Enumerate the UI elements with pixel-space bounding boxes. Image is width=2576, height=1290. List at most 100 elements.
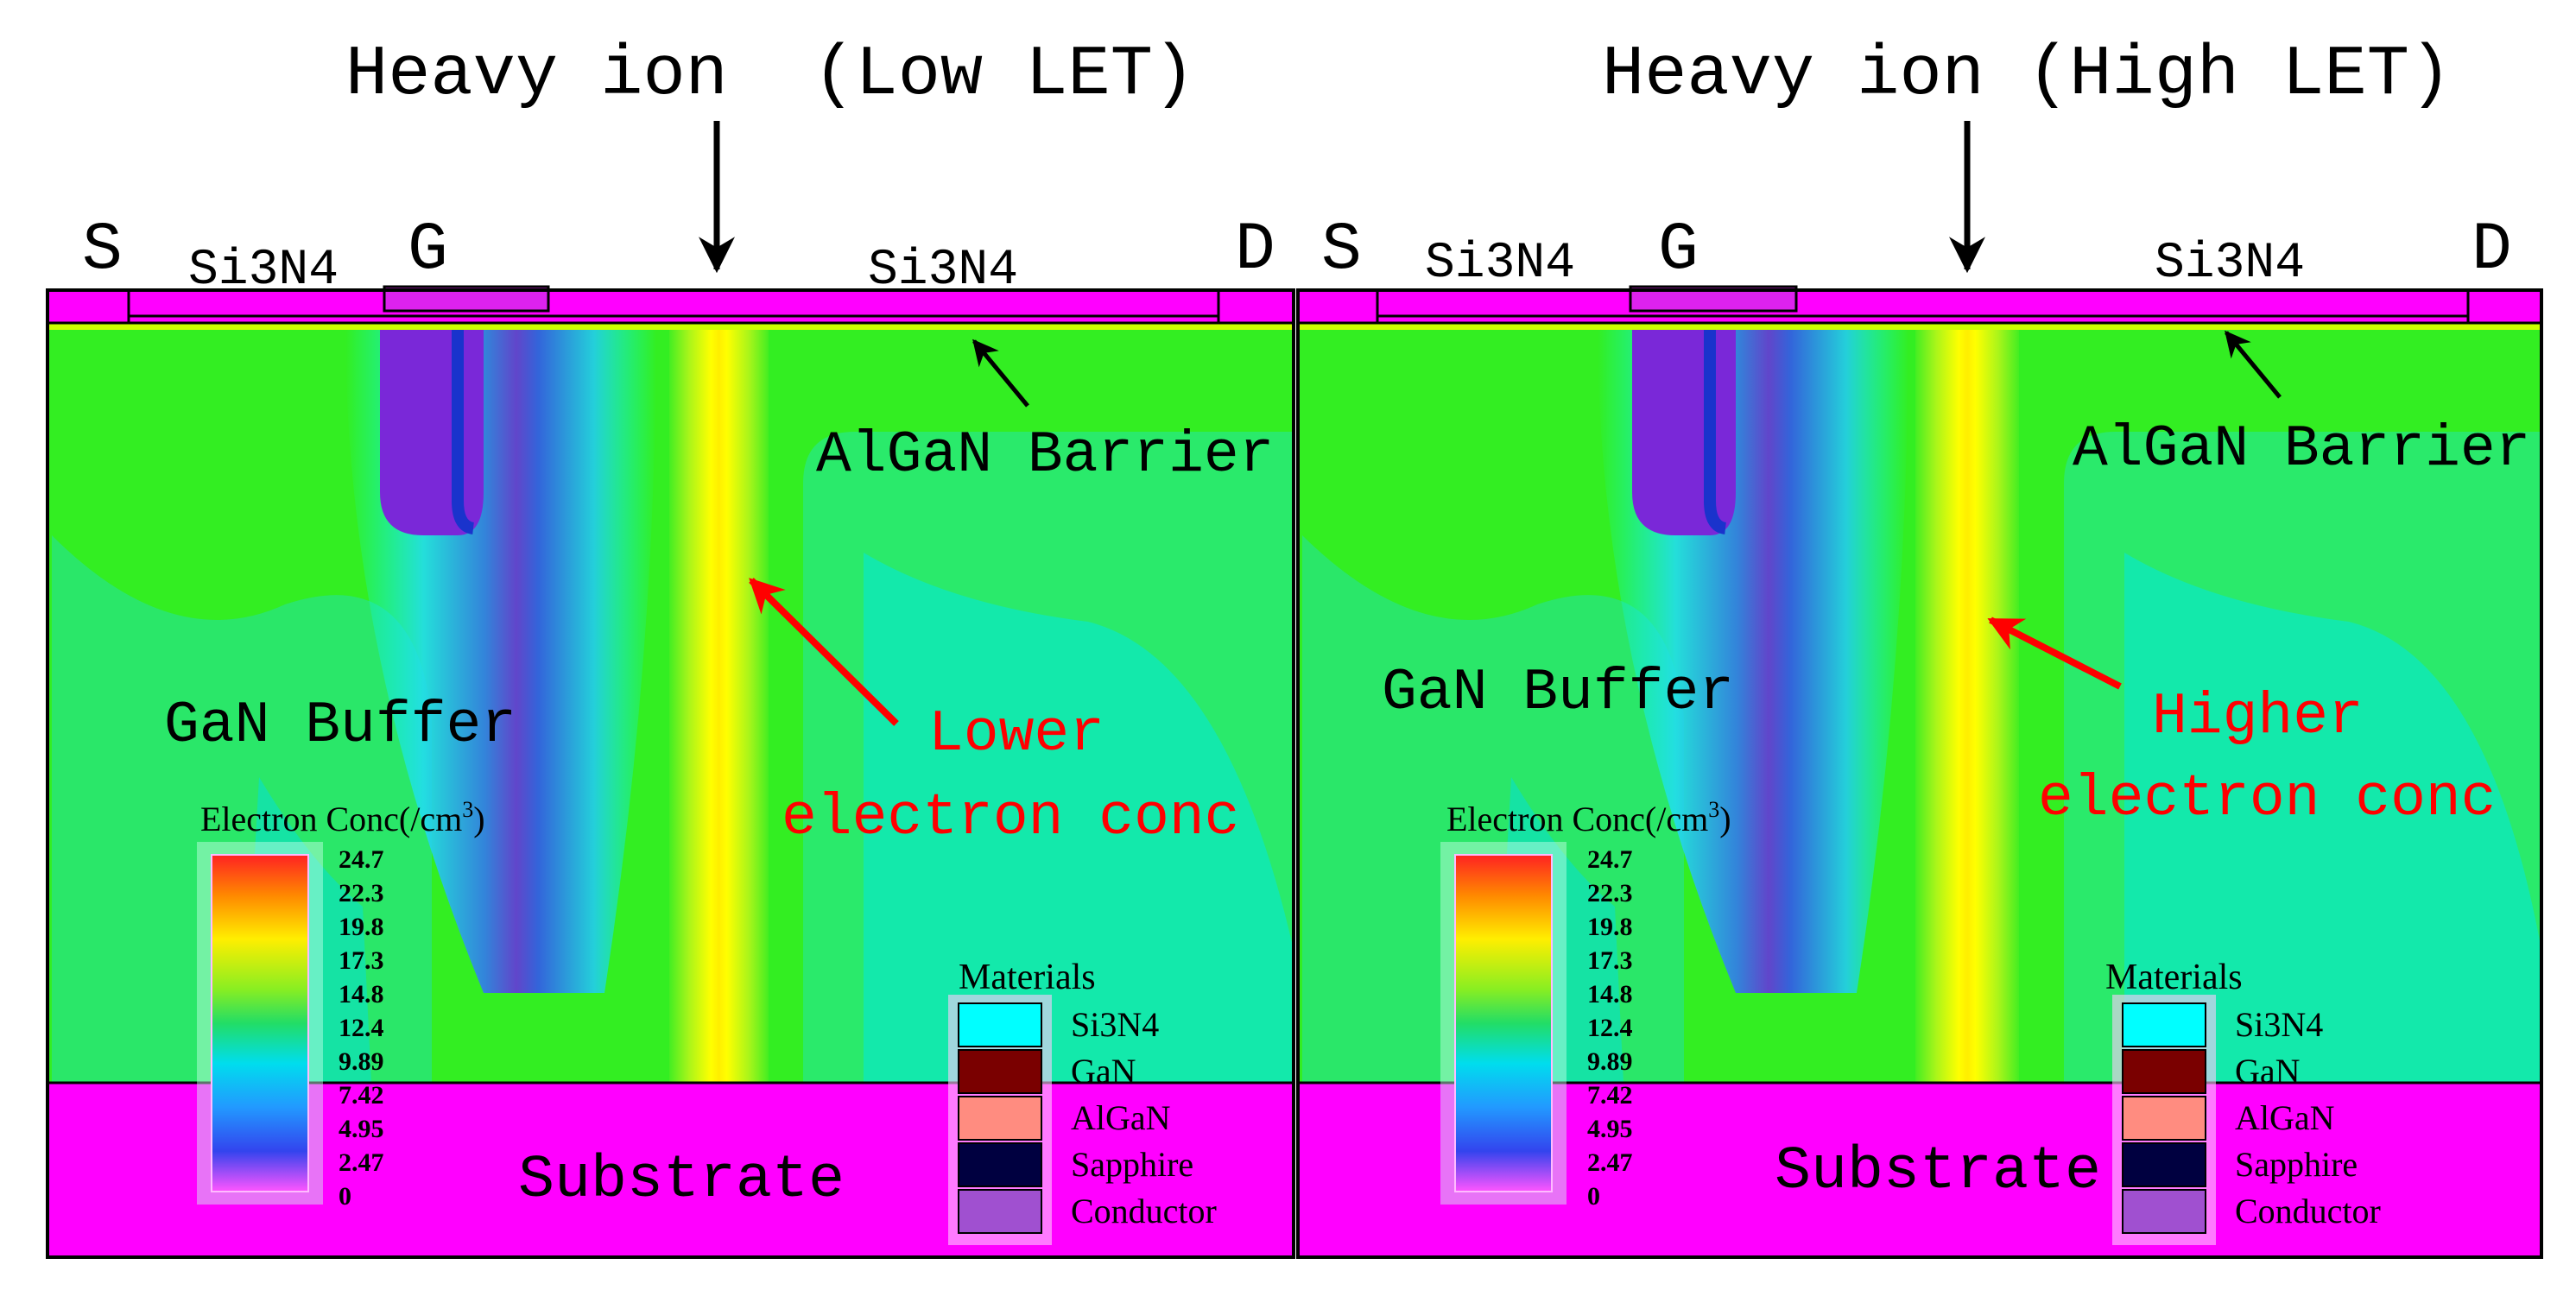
ion-track bbox=[669, 290, 769, 1083]
legend-tick-label: 2.47 bbox=[1587, 1148, 1633, 1177]
gate-label: G bbox=[1658, 212, 1699, 288]
legend-tick-label: 24.7 bbox=[339, 845, 384, 874]
algan-barrier-strip bbox=[1298, 323, 2541, 330]
material-label: Conductor bbox=[2235, 1192, 2381, 1230]
material-label: AlGaN bbox=[2235, 1098, 2335, 1137]
gate-core-edge bbox=[1704, 328, 1727, 534]
material-swatch bbox=[2122, 1142, 2206, 1187]
material-label: AlGaN bbox=[1071, 1098, 1171, 1137]
panel-title: Heavy ion (Low LET) bbox=[345, 35, 1195, 115]
gate-core-edge bbox=[452, 328, 475, 534]
legend-tick-label: 9.89 bbox=[339, 1047, 384, 1076]
material-swatch bbox=[958, 1189, 1042, 1234]
legend-title: Electron Conc(/cm3) bbox=[200, 797, 485, 838]
material-label: Conductor bbox=[1071, 1192, 1217, 1230]
drain-label: D bbox=[2472, 212, 2512, 288]
drain-contact bbox=[1217, 288, 1295, 325]
cyan-region-right-2 bbox=[2124, 553, 2541, 1083]
legend-tick-labels: 24.722.319.817.314.812.49.897.424.952.47… bbox=[339, 845, 384, 1211]
electron-conc-legend: Electron Conc(/cm3) 24.722.319.817.314.8… bbox=[197, 797, 485, 1211]
legend-colorbar bbox=[1454, 854, 1553, 1192]
material-label: Si3N4 bbox=[2235, 1005, 2323, 1044]
legend-tick-label: 14.8 bbox=[339, 980, 384, 1009]
barrier-arrow bbox=[2225, 330, 2282, 399]
electron-conc-legend: Electron Conc(/cm3) 24.7 22.3 19.8 17.3 14.8… bbox=[1440, 797, 1731, 1211]
material-swatch bbox=[2122, 1002, 2206, 1047]
algan-barrier-strip bbox=[47, 323, 1294, 330]
material-swatch bbox=[2122, 1189, 2206, 1234]
source-contact bbox=[1296, 288, 1379, 325]
legend-tick-label: 22.3 bbox=[1587, 879, 1633, 907]
material-swatch bbox=[958, 1002, 1042, 1047]
device-frame bbox=[1296, 288, 2543, 1259]
barrier-label: AlGaN Barrier bbox=[2073, 416, 2531, 483]
ion-track bbox=[1915, 290, 2019, 1083]
substrate-label: Substrate bbox=[1775, 1138, 2101, 1206]
material-swatch bbox=[2122, 1096, 2206, 1141]
legend-tick-label: 19.8 bbox=[1587, 913, 1633, 941]
material-label: Sapphire bbox=[2235, 1145, 2358, 1184]
legend-tick-label: 0 bbox=[1587, 1182, 1600, 1211]
materials-title: Materials bbox=[2105, 958, 2243, 997]
legend-tick-label: 4.95 bbox=[1587, 1115, 1633, 1143]
barrier-label: AlGaN Barrier bbox=[816, 422, 1275, 489]
legend-tick-label: 24.7 bbox=[1587, 845, 1633, 874]
annotation-line-1: Higher bbox=[2152, 684, 2364, 750]
material-swatch bbox=[958, 1049, 1042, 1094]
drain-contact bbox=[2466, 288, 2543, 325]
panel-title: Heavy ion (High LET) bbox=[1602, 35, 2452, 115]
legend-tick-label: 14.8 bbox=[1587, 980, 1633, 1009]
gate-label: G bbox=[408, 212, 448, 288]
legend-tick-label: 22.3 bbox=[339, 879, 384, 907]
material-label: GaN bbox=[2235, 1052, 2301, 1091]
annotation-line-1: Lower bbox=[928, 701, 1104, 768]
annotation-line-2: electron conc bbox=[782, 785, 1240, 851]
panel-low-let: Heavy ion (Low LET) S G D Si3N4 Si3N4 Al… bbox=[46, 35, 1295, 1259]
source-contact bbox=[46, 288, 130, 325]
material-label: Si3N4 bbox=[1071, 1005, 1159, 1044]
legend-tick-label: 12.4 bbox=[1587, 1014, 1633, 1042]
si3n4-right-label: Si3N4 bbox=[868, 243, 1018, 299]
gate-core bbox=[1632, 328, 1736, 535]
materials-title: Materials bbox=[959, 958, 1096, 997]
material-swatch bbox=[958, 1096, 1042, 1141]
drain-label: D bbox=[1235, 212, 1275, 288]
legend-tick-label: 0 bbox=[339, 1182, 351, 1211]
legend-tick-label: 2.47 bbox=[339, 1148, 384, 1177]
legend-tick-labels: 24.7 22.3 19.8 17.3 14.8 12.4 9.89 7.42 4.95 2.47… bbox=[1587, 845, 1633, 1211]
legend-tick-label: 7.42 bbox=[1587, 1081, 1633, 1110]
si3n4-left-label: Si3N4 bbox=[1425, 236, 1575, 292]
panel-high-let: Heavy ion (High LET) S G D Si3N4 Si3N4 A… bbox=[1296, 35, 2543, 1259]
device-frame bbox=[46, 288, 1295, 1259]
legend-tick-label: 9.89 bbox=[1587, 1047, 1633, 1076]
buffer-label: GaN Buffer bbox=[164, 692, 516, 759]
legend-colorbar bbox=[211, 854, 309, 1192]
annotation-arrow bbox=[749, 578, 899, 726]
legend-tick-label: 19.8 bbox=[339, 913, 384, 941]
source-label: S bbox=[82, 212, 123, 288]
legend-tick-label: 7.42 bbox=[339, 1081, 384, 1110]
cyan-region-right-2 bbox=[864, 553, 1294, 1083]
legend-title: Electron Conc(/cm3) bbox=[1446, 797, 1731, 838]
material-swatch bbox=[2122, 1049, 2206, 1094]
si3n4-left-label: Si3N4 bbox=[188, 243, 339, 299]
passivation-band bbox=[1296, 288, 2543, 325]
substrate-label: Substrate bbox=[518, 1147, 845, 1215]
annotation-line-2: electron conc bbox=[2038, 766, 2497, 832]
material-swatch bbox=[958, 1142, 1042, 1187]
source-label: S bbox=[1321, 212, 1362, 288]
material-label: Sapphire bbox=[1071, 1145, 1193, 1184]
legend-tick-label: 17.3 bbox=[1587, 946, 1633, 975]
annotation-arrow bbox=[1987, 617, 2122, 690]
passivation-band bbox=[46, 288, 1295, 325]
barrier-arrow bbox=[972, 338, 1029, 408]
si3n4-right-label: Si3N4 bbox=[2155, 236, 2305, 292]
legend-tick-label: 12.4 bbox=[339, 1014, 384, 1042]
buffer-label: GaN Buffer bbox=[1382, 660, 1734, 726]
material-label: GaN bbox=[1071, 1052, 1136, 1091]
legend-tick-label: 4.95 bbox=[339, 1115, 384, 1143]
gate-core bbox=[380, 328, 484, 535]
